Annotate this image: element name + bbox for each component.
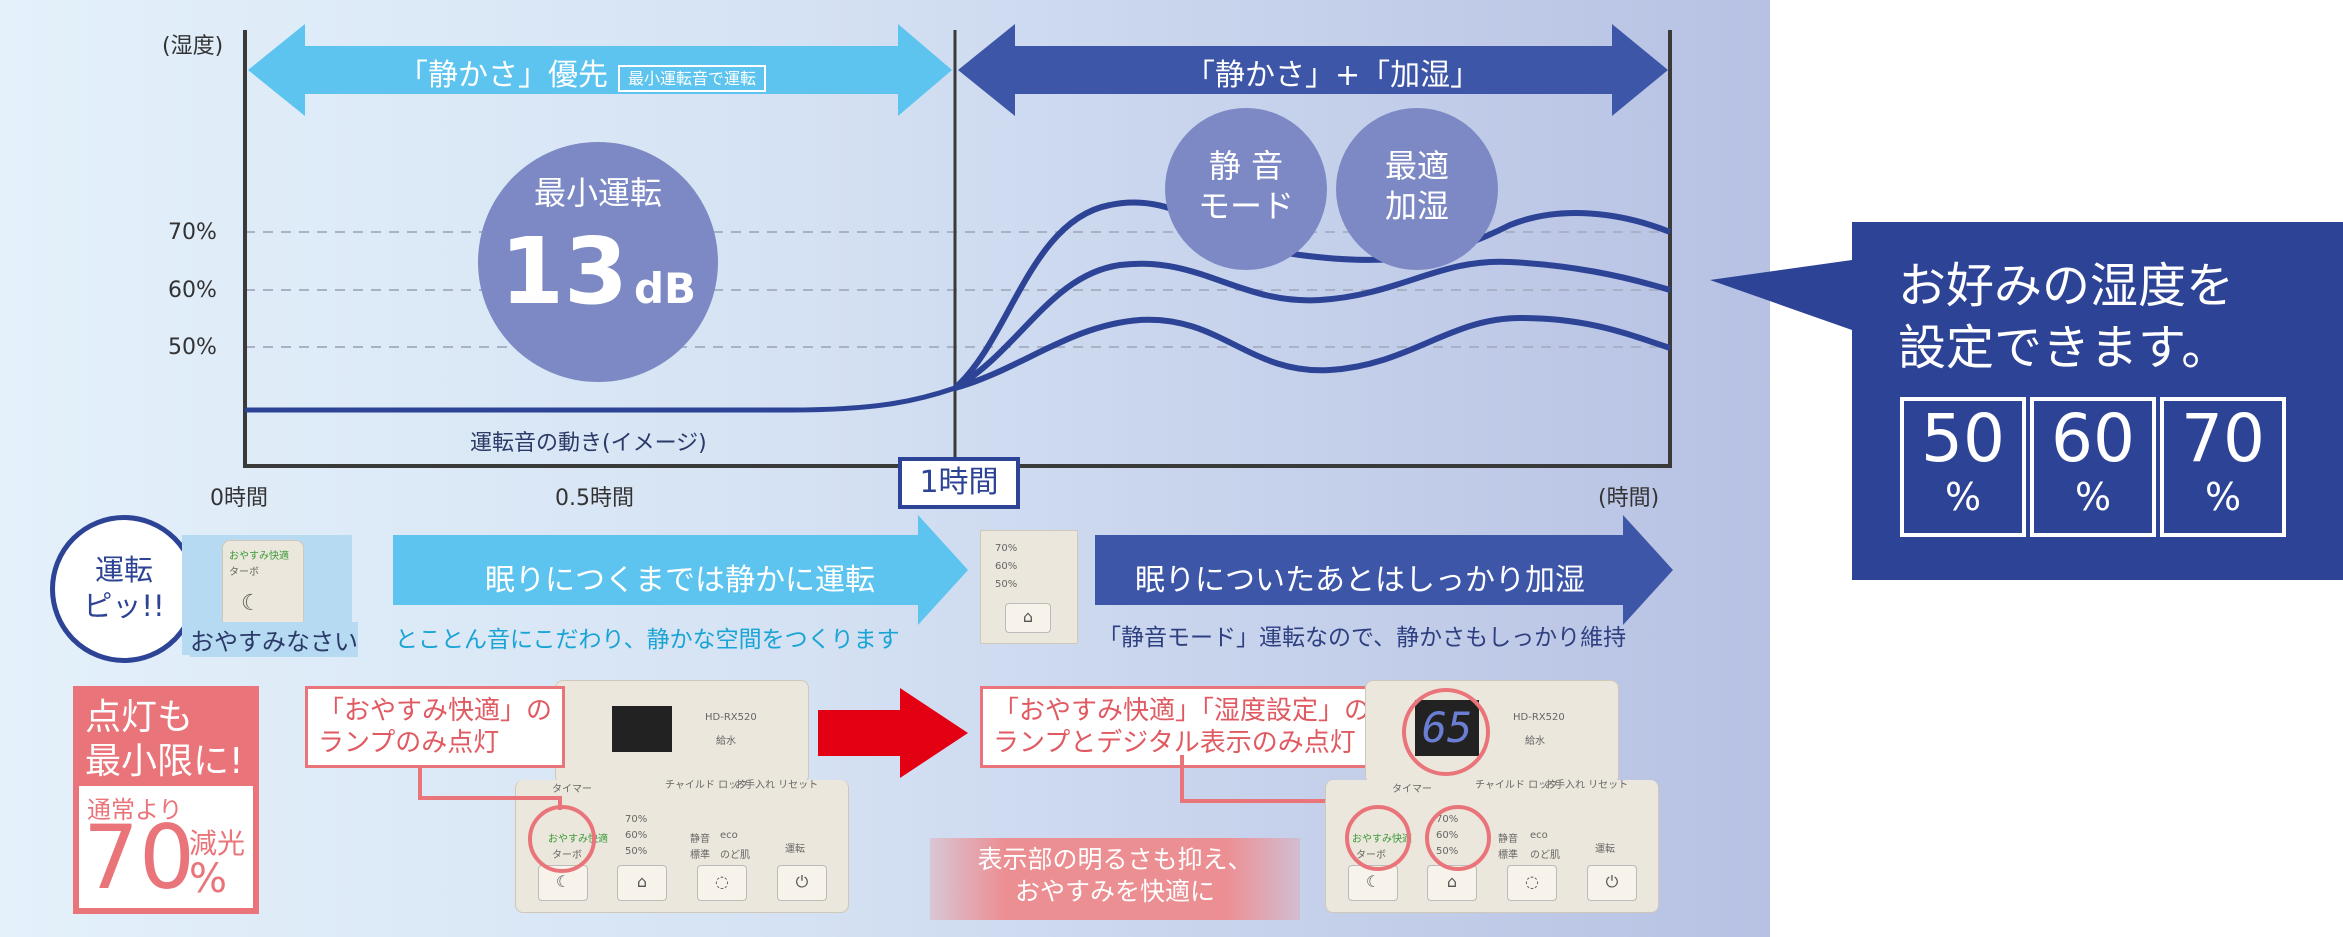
device2-power-label: 運転 <box>1595 844 1615 855</box>
min-operation-label: 最小運転 <box>533 174 662 212</box>
lighting-unit: % <box>189 856 228 902</box>
callout1: 「おやすみ快適」の ランプのみ点灯 <box>305 686 566 768</box>
device1-hum-50: 50% <box>625 846 648 857</box>
device2-timer[interactable]: タイマー <box>1392 784 1432 795</box>
humidity-option-50: 50 % <box>1900 397 2026 537</box>
sound-line-60 <box>953 258 1671 391</box>
left-arrow <box>248 24 952 116</box>
device2-child-lock[interactable]: チャイルド ロック <box>1475 780 1559 791</box>
device2-model: HD-RX520 <box>1513 712 1565 723</box>
home-icon: ⌂ <box>1005 603 1051 633</box>
right-panel-bg <box>1710 222 2343 580</box>
device1-child-lock[interactable]: チャイルド ロック <box>665 780 749 791</box>
device2-display-ring <box>1402 688 1490 776</box>
device2-hum-ring <box>1425 805 1491 871</box>
y-axis-label: (湿度) <box>162 34 224 59</box>
left-arrow-label: 「静かさ」優先最小運転音で運転 <box>398 50 767 94</box>
y-tick-70: 70% <box>168 220 217 245</box>
device2-mode-quiet: 静音 <box>1498 834 1518 845</box>
y-tick-60: 60% <box>168 278 217 303</box>
sound-line-flat <box>245 385 956 413</box>
humidity-option-70: 70 % <box>2160 397 2286 537</box>
min-operation-unit: dB <box>633 264 697 313</box>
left-arrow-note: 最小運転音で運転 <box>618 64 767 92</box>
device1-home-button[interactable]: ⌂ <box>617 865 667 901</box>
y-tick-50: 50% <box>168 335 217 360</box>
chart-caption: 運転音の動き(イメージ) <box>470 431 707 456</box>
lighting-value: 70 <box>83 806 195 909</box>
lighting-reduce: 減光 <box>189 827 246 860</box>
banner1-arrow <box>393 515 968 625</box>
banner1-sub: とことん音にこだわり、静かな空間をつくります <box>395 627 900 653</box>
quiet-mode-circle: 静 音 モード <box>1165 108 1327 270</box>
right-panel-line1: お好みの湿度を <box>1898 258 2235 314</box>
callout2: 「おやすみ快適」「湿度設定」の ランプとデジタル表示のみ点灯 <box>980 686 1384 768</box>
banner1-text: 眠りにつくまでは静かに運転 <box>485 563 875 598</box>
banner2-arrow <box>1095 515 1673 625</box>
small-lamp-panel: 70% 60% 50% ⌂ <box>980 530 1078 644</box>
device2-home-button[interactable]: ⌂ <box>1427 865 1477 901</box>
remote-caption: おやすみなさい <box>190 622 358 657</box>
quiet-mode-text: 静 音 モード <box>1197 147 1294 225</box>
device1-mode-eco: eco <box>720 830 738 841</box>
remote-lamp-turbo: ターボ <box>229 567 259 578</box>
small-lamp-60: 60% <box>995 561 1018 572</box>
device2-mode-std: 標準 <box>1498 850 1518 861</box>
lighting-sub: 通常より <box>87 796 183 824</box>
banner2-sub: 「静音モード」運転なので、静かさもしっかり維持 <box>1098 625 1627 651</box>
device1-model: HD-RX520 <box>705 712 757 723</box>
lighting-title: 点灯も 最小限に! <box>85 697 244 782</box>
x-tick-05: 0.5時間 <box>555 486 634 511</box>
device1-circle-button[interactable]: ◌ <box>697 865 747 901</box>
callout1-connector <box>418 752 562 810</box>
device1-display <box>612 706 672 752</box>
x-tick-1h: 1時間 <box>898 457 1020 509</box>
optimal-humid-circle: 最適 加湿 <box>1336 108 1498 270</box>
right-arrow <box>958 24 1668 116</box>
small-lamp-50: 50% <box>995 579 1018 590</box>
device2-night-ring <box>1345 805 1411 871</box>
right-arrow-label: 「静かさ」+「加湿」 <box>1185 58 1481 93</box>
device1-hum-60: 60% <box>625 830 648 841</box>
device1-mode-std: 標準 <box>690 850 710 861</box>
beep-circle: 運転 ピッ!! <box>50 515 198 663</box>
x-tick-0: 0時間 <box>210 486 268 511</box>
device1-top <box>555 680 809 784</box>
device2-circle-button[interactable]: ◌ <box>1507 865 1557 901</box>
small-lamp-70: 70% <box>995 543 1018 554</box>
device2-night-button[interactable]: ☾ <box>1348 865 1398 901</box>
min-operation-value: 13 <box>499 218 628 325</box>
device1-highlight-ring <box>528 805 596 873</box>
device2-mode-throat: のど肌 <box>1530 850 1560 861</box>
device1-mode-quiet: 静音 <box>690 834 710 845</box>
humidity-option-60: 60 % <box>2030 397 2156 537</box>
remote-lamp-night: おやすみ快適 <box>229 551 289 562</box>
banner2-text: 眠りについたあとはしっかり加湿 <box>1135 563 1585 598</box>
lighting-inner: 通常より 70 減光 % <box>79 786 253 908</box>
transition-arrow <box>818 688 968 778</box>
beep-text: 運転 ピッ!! <box>83 553 165 623</box>
device1-power-label: 運転 <box>785 844 805 855</box>
night-icon: ☾ <box>241 591 261 616</box>
x-tick-unit: (時間) <box>1598 486 1660 511</box>
optimal-humid-text: 最適 加湿 <box>1384 147 1449 225</box>
device1-water: 給水 <box>716 736 736 747</box>
device1-mode-throat: のど肌 <box>720 850 750 861</box>
sound-line-50 <box>954 314 1671 391</box>
right-panel-text: お好みの湿度を 設定できます。 <box>1898 255 2234 379</box>
device1-power-button[interactable]: ⏻ <box>777 865 827 901</box>
humidity-chart <box>243 24 1672 468</box>
device2-mode-eco: eco <box>1530 830 1548 841</box>
remote-panel: おやすみ快適 ターボ ☾ <box>222 540 304 634</box>
device1-timer[interactable]: タイマー <box>552 784 592 795</box>
device2-reset[interactable]: お手入れ リセット <box>1545 780 1629 791</box>
device2-power-button[interactable]: ⏻ <box>1587 865 1637 901</box>
lighting-box: 点灯も 最小限に! 通常より 70 減光 % <box>73 686 259 914</box>
device2-water: 給水 <box>1525 736 1545 747</box>
device1-reset[interactable]: お手入れ リセット <box>735 780 819 791</box>
brightness-note: 表示部の明るさも抑え、 おやすみを快適に <box>930 838 1300 920</box>
device1-hum-70: 70% <box>625 814 648 825</box>
right-panel-line2: 設定できます。 <box>1898 320 2230 376</box>
